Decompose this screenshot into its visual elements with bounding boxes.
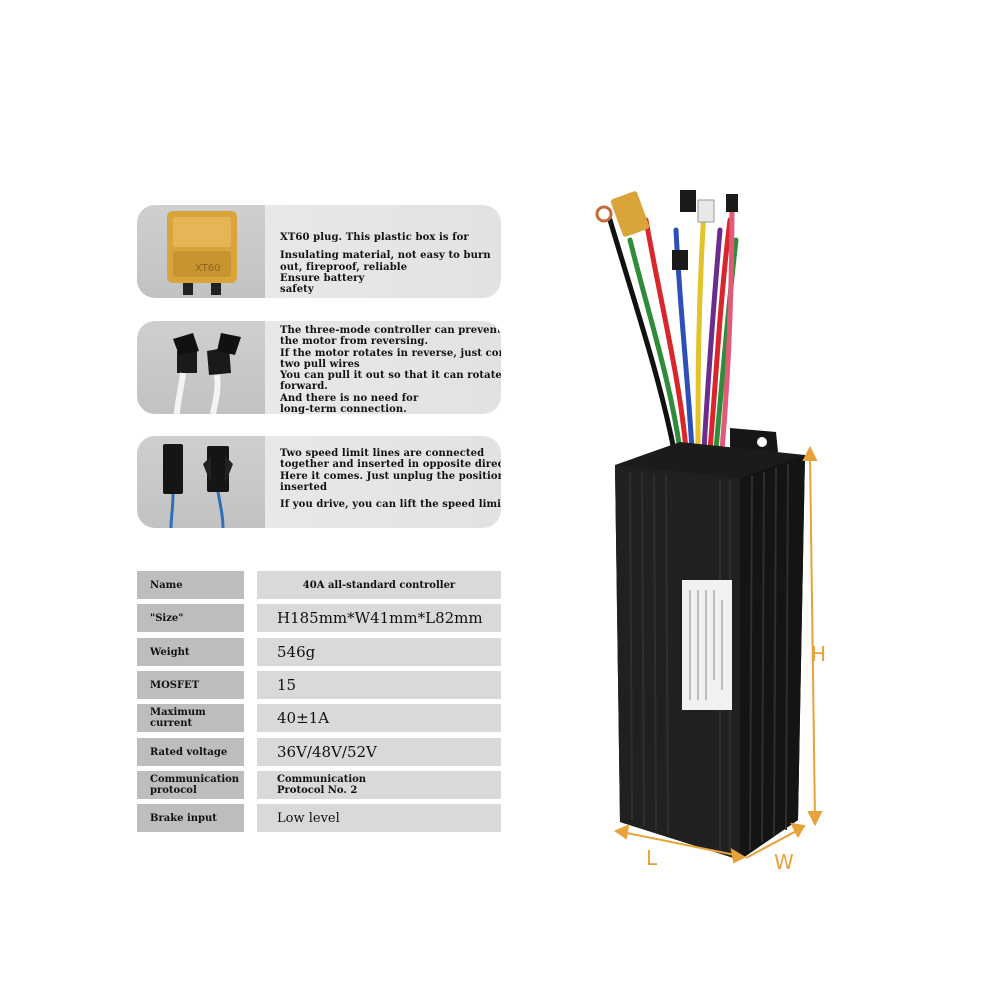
spec-label: Communication protocol bbox=[137, 771, 244, 799]
table-row: Name 40A all-standard controller bbox=[137, 571, 501, 599]
table-row: Weight 546g bbox=[137, 638, 501, 666]
feature-card-xt60: XT60 XT60 plug. This plastic box is for … bbox=[137, 205, 501, 298]
text-line: the motor from reversing. bbox=[280, 336, 429, 348]
spec-value: 546g bbox=[257, 638, 501, 666]
text-line: inserted bbox=[280, 481, 328, 493]
text-line: long-term connection. bbox=[280, 404, 407, 414]
table-row: Brake input Low level bbox=[137, 804, 501, 832]
dimension-w-label: W bbox=[774, 850, 794, 874]
spec-label: "Size" bbox=[137, 604, 244, 632]
spec-value: 36V/48V/52V bbox=[257, 738, 501, 766]
text-line: safety bbox=[280, 284, 314, 296]
text-line: two pull wires bbox=[280, 358, 360, 370]
dimension-l-label: L bbox=[646, 846, 658, 870]
spec-value: 15 bbox=[257, 671, 501, 699]
speed-limit-connector-image bbox=[137, 436, 265, 528]
xt60-plug-label: XT60 bbox=[195, 263, 221, 274]
spec-label: Brake input bbox=[137, 804, 244, 832]
text-line: Here it comes. Just unplug the position … bbox=[280, 470, 501, 482]
text-line: Ensure battery bbox=[280, 272, 365, 284]
text-line: XT60 plug. This plastic box is for bbox=[280, 232, 469, 243]
text-line: out, fireproof, reliable bbox=[280, 261, 408, 273]
text-line: If you drive, you can lift the speed lim… bbox=[280, 499, 501, 511]
feature-text-xt60: XT60 plug. This plastic box is for Insul… bbox=[280, 232, 493, 295]
spec-value: Communication Protocol No. 2 bbox=[257, 771, 501, 799]
text-line: forward. bbox=[280, 381, 328, 393]
xt60-plug-image: XT60 bbox=[137, 205, 265, 298]
controller-image bbox=[595, 190, 823, 864]
table-row: Communication protocol Communication Pro… bbox=[137, 771, 501, 799]
table-row: MOSFET 15 bbox=[137, 671, 501, 699]
spec-value: H185mm*W41mm*L82mm bbox=[257, 604, 501, 632]
text-line: You can pull it out so that it can rotat… bbox=[280, 370, 501, 382]
spec-label: Maximum current bbox=[137, 704, 244, 732]
table-row: Maximum current 40±1A bbox=[137, 704, 501, 732]
spec-value: 40±1A bbox=[257, 704, 501, 732]
text-line: The three-mode controller can prevent bbox=[280, 325, 501, 336]
spec-value: 40A all-standard controller bbox=[257, 571, 501, 599]
table-row: "Size" H185mm*W41mm*L82mm bbox=[137, 604, 501, 632]
dimension-h-label: H bbox=[811, 642, 827, 666]
text-line: And there is no need for bbox=[280, 392, 419, 404]
feature-card-reverse: The three-mode controller can prevent th… bbox=[137, 321, 501, 414]
spec-value: Low level bbox=[257, 804, 501, 832]
spec-label: MOSFET bbox=[137, 671, 244, 699]
spec-label: Weight bbox=[137, 638, 244, 666]
feature-text-speed-limit: Two speed limit lines are connected toge… bbox=[280, 448, 501, 511]
text-line bbox=[280, 243, 493, 250]
text-line: together and inserted in opposite direct… bbox=[280, 459, 501, 471]
text-line: Insulating material, not easy to burn bbox=[280, 250, 491, 262]
spec-table: Name 40A all-standard controller "Size" … bbox=[137, 571, 501, 832]
table-row: Rated voltage 36V/48V/52V bbox=[137, 738, 501, 766]
reverse-connector-image bbox=[137, 321, 265, 414]
feature-text-reverse: The three-mode controller can prevent th… bbox=[280, 325, 501, 414]
spec-label: Name bbox=[137, 571, 244, 599]
text-line: If the motor rotates in reverse, just co… bbox=[280, 347, 501, 359]
text-line: Two speed limit lines are connected bbox=[280, 448, 485, 459]
spec-label: Rated voltage bbox=[137, 738, 244, 766]
feature-card-speed-limit: Two speed limit lines are connected toge… bbox=[137, 436, 501, 528]
